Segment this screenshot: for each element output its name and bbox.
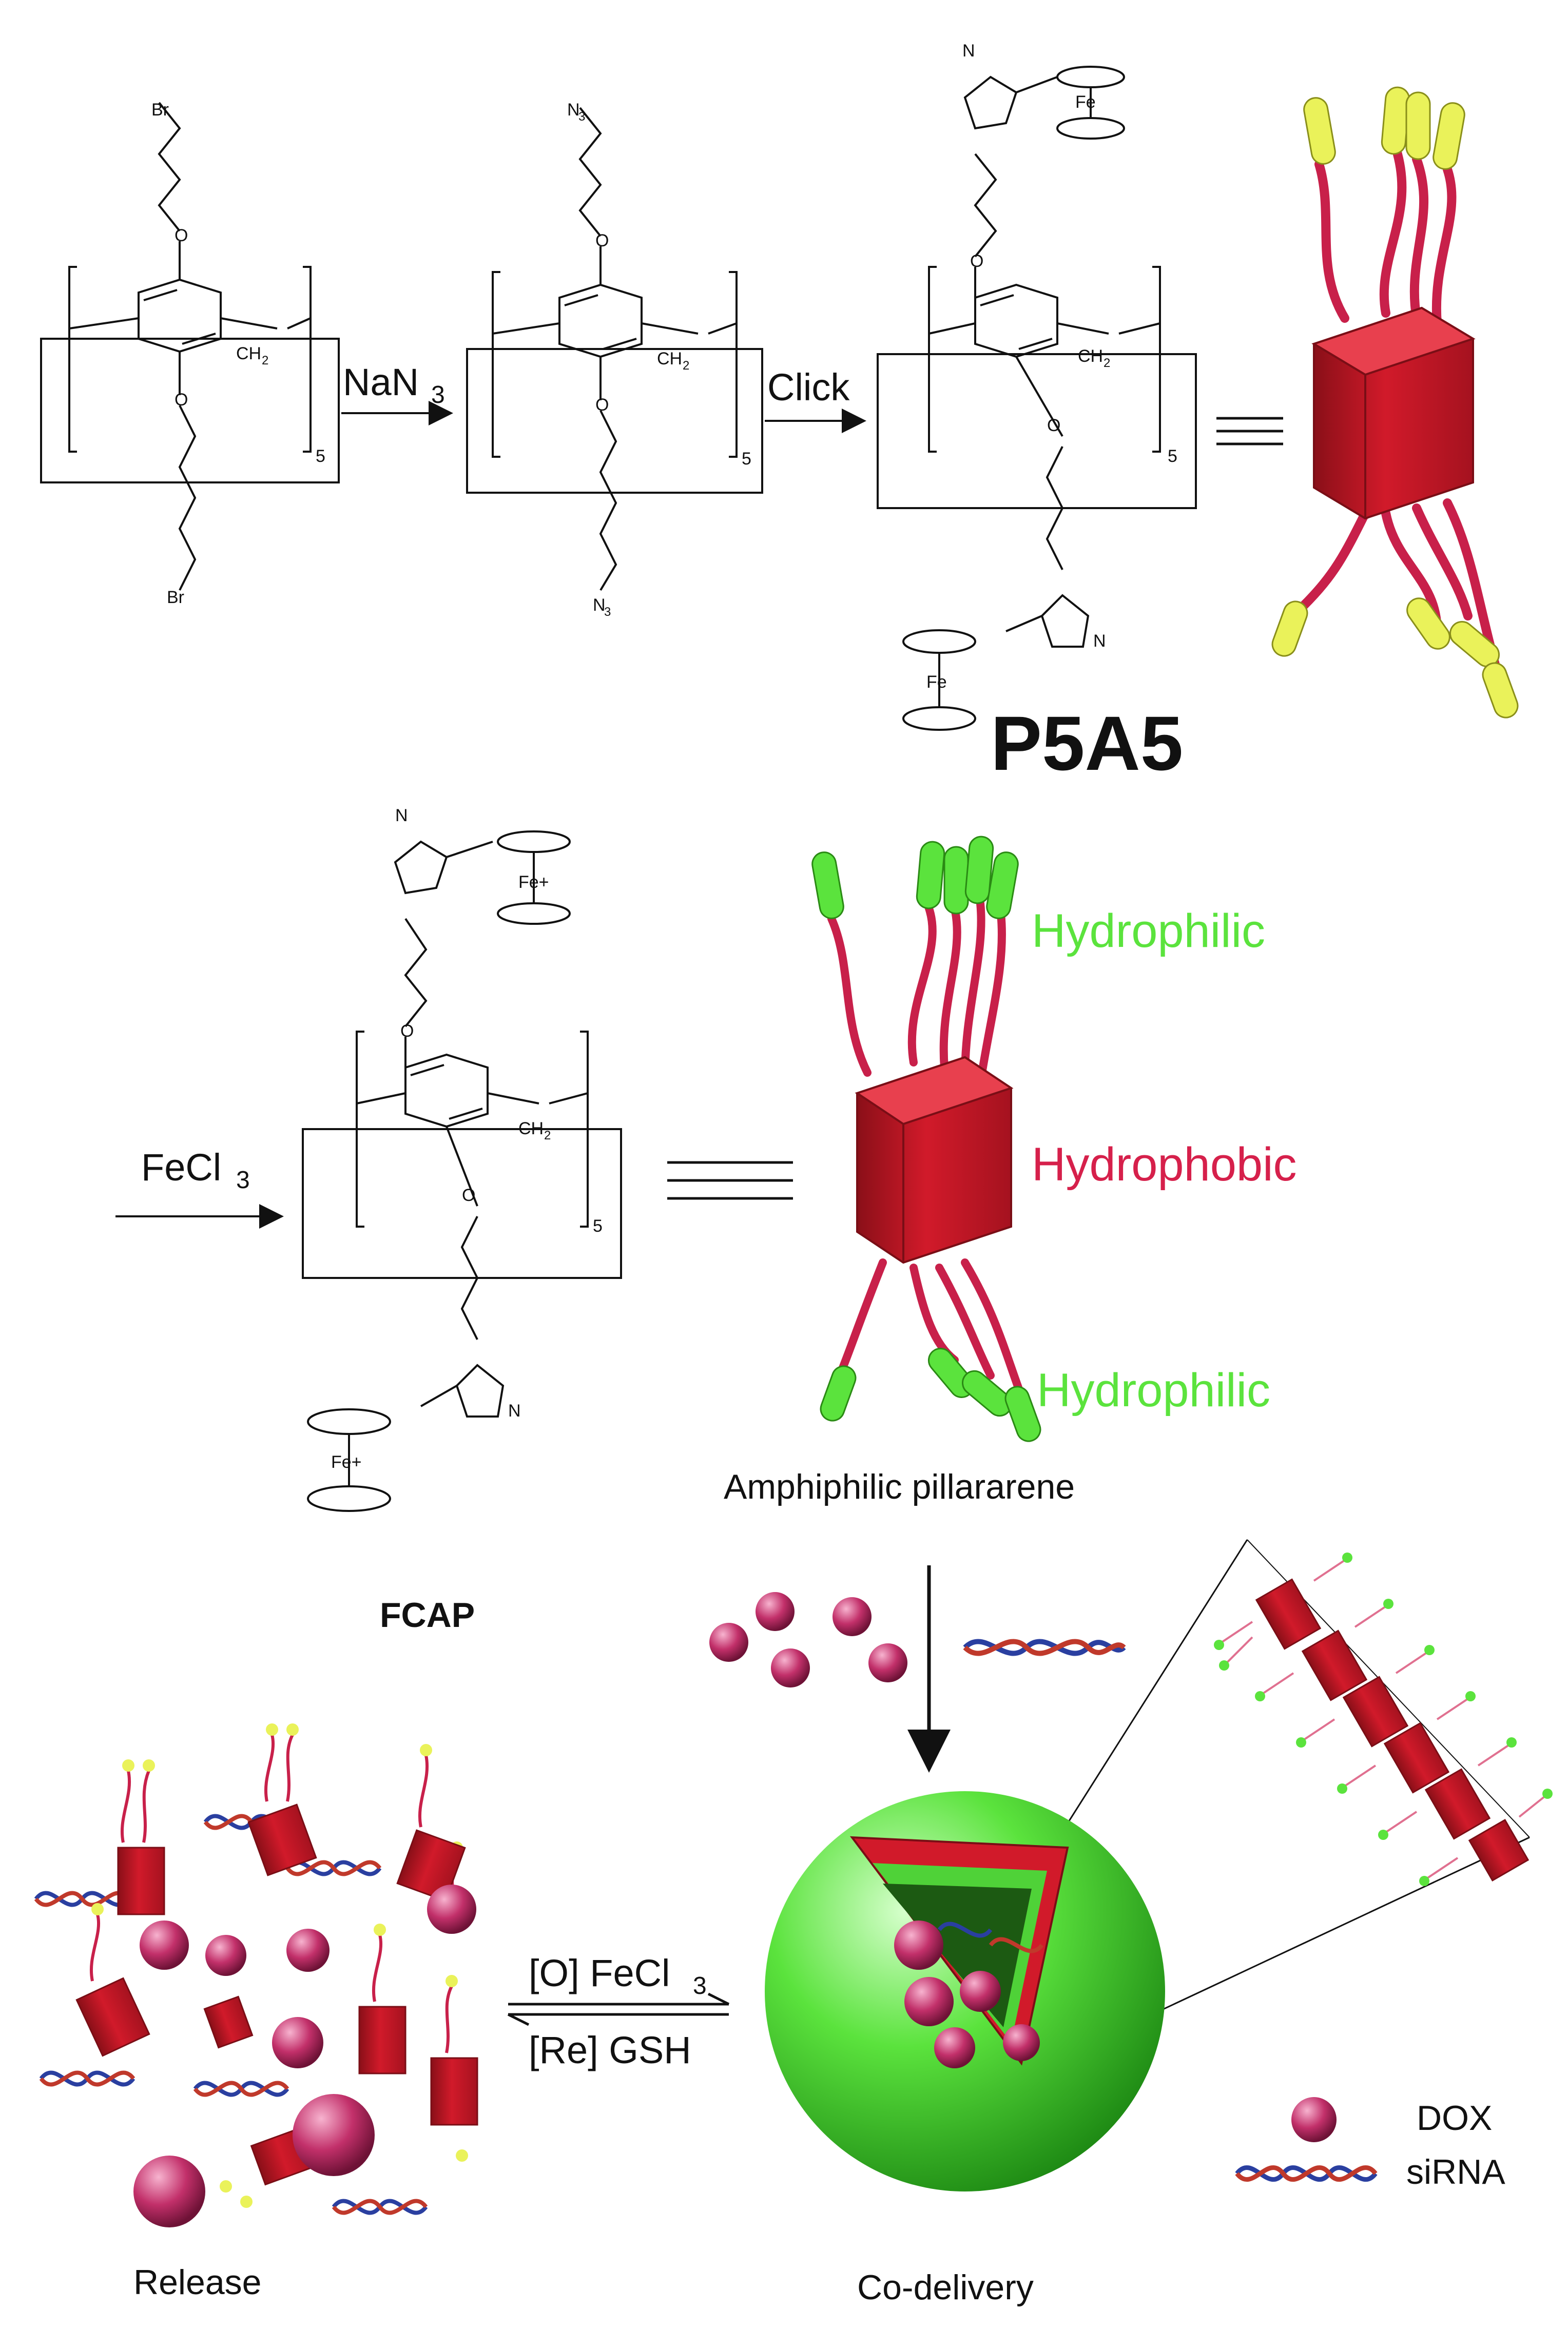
reagent-reduction: [Re] GSH [529,2029,691,2071]
oxygen-label: O [175,226,188,245]
region-label-hydrophobic: Hydrophobic [1032,1138,1297,1191]
reagent-fecl3-sub: 3 [236,1167,250,1194]
ch2-subscript: 2 [683,359,689,373]
repeat-count: 5 [742,449,751,469]
bilayer-inset [1051,1539,1553,2033]
oxygen-label: O [1047,416,1060,435]
caption-amphiphilic: Amphiphilic pillararene [724,1467,1075,1506]
iron-label: Fe [926,672,947,692]
oxygen-label: O [970,251,983,271]
reagent-nan3: NaN [343,361,419,403]
nitrogen-label: N [508,1401,521,1421]
br-top-label: Br [151,100,169,120]
oxygen-label: O [595,395,609,415]
repeat-count: 5 [593,1216,603,1236]
nitrogen-label: N [962,41,975,61]
legend-sirna-label: siRNA [1406,2152,1505,2191]
equivalence-sign [667,1161,793,1200]
oxygen-label: O [462,1186,475,1205]
reagent-click: Click [767,366,850,409]
compound-fcap [302,830,622,1512]
compound-label-fcap: FCAP [380,1596,475,1635]
ch2-subscript: 2 [1104,356,1110,370]
amphiphilic-pillar-model [811,836,1041,1442]
iron-plus-label: Fe+ [331,1452,362,1472]
n3-top-sub: 3 [578,110,585,124]
iron-plus-label: Fe+ [518,872,549,892]
p5a5-pillar-model [1271,86,1519,719]
reagent-oxidation-sub: 3 [693,1972,707,2000]
dox-cluster [709,1592,907,1687]
equivalence-sign [1216,417,1283,445]
compound-p5a5 [877,66,1197,731]
compound-label-p5a5: P5A5 [991,700,1183,786]
n3-bottom-sub: 3 [604,605,611,619]
caption-release: Release [133,2263,262,2302]
legend-dox-swatch [1291,2097,1337,2142]
ch2-label: CH [657,349,682,368]
reagent-fecl3: FeCl [141,1146,221,1189]
region-label-hydrophilic-bottom: Hydrophilic [1037,1364,1270,1417]
oxygen-label: O [175,390,188,410]
reagent-nan3-sub: 3 [431,381,445,409]
codelivery-vesicle [765,1791,1165,2191]
legend-sirna-swatch [1235,2165,1378,2182]
compound-bromo-pillararene [40,102,340,591]
nitrogen-label: N [395,806,408,825]
ch2-label: CH [236,344,261,363]
br-bottom-label: Br [167,588,184,607]
legend [1235,2097,1378,2182]
release-cluster [34,1723,478,2227]
sirna-strand [963,1639,1126,1656]
caption-codelivery: Co-delivery [857,2268,1034,2307]
nitrogen-label: N [1093,631,1106,651]
ch2-subscript: 2 [544,1129,551,1142]
legend-dox-label: DOX [1417,2099,1492,2138]
ch2-subscript: 2 [262,354,268,367]
n3-top-label: N [567,100,580,120]
ch2-label: CH [1078,346,1103,366]
ch2-label: CH [518,1119,544,1138]
repeat-count: 5 [316,447,325,466]
iron-label: Fe [1075,92,1096,112]
n3-bottom-label: N [593,595,606,615]
oxygen-label: O [595,231,609,250]
oxygen-label: O [400,1021,414,1041]
compound-azido-pillararene [466,107,763,591]
reagent-oxidation: [O] FeCl [529,1952,670,1994]
region-label-hydrophilic-top: Hydrophilic [1032,905,1265,957]
repeat-count: 5 [1168,447,1177,466]
equilibrium-arrows [507,1992,730,2026]
